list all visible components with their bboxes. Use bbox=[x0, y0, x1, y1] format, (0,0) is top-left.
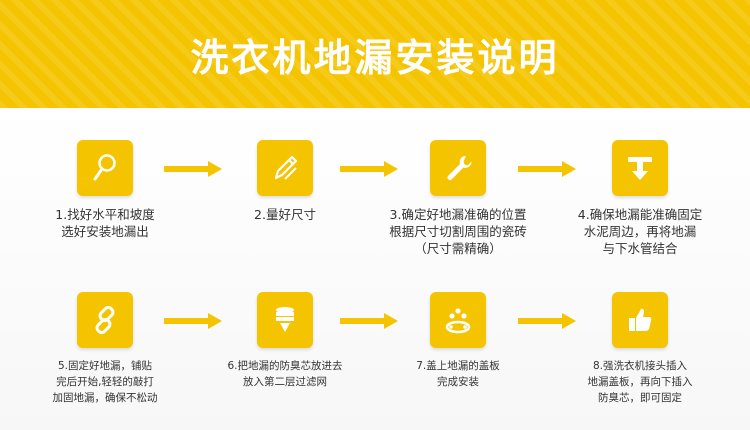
step-2-line-1: 2.量好尺寸 bbox=[254, 207, 316, 222]
arrow-right-icon bbox=[340, 161, 398, 177]
cover-plate-icon bbox=[430, 292, 486, 348]
step-1-caption: 1.找好水平和坡度 选好安装地漏出 bbox=[55, 206, 154, 240]
pipe-down-icon bbox=[612, 140, 668, 196]
step-3-line-2: 根据尺寸切割周围的瓷砖 bbox=[389, 224, 527, 239]
arrow-right-icon bbox=[340, 313, 398, 329]
step-4-line-2: 水泥周边，再将地漏 bbox=[583, 224, 697, 239]
step-6-line-2: 放入第二层过滤网 bbox=[243, 376, 327, 388]
step-8-caption: 8.强洗衣机接头插入 地漏盖板，再向下插入 防臭芯，即可固定 bbox=[588, 358, 693, 406]
step-5: 5.固定好地漏，铺贴 完后开始,轻轻的敲打 加固地漏，确保不松动 bbox=[15, 292, 195, 406]
step-3-line-1: 3.确定好地漏准确的位置 bbox=[389, 207, 527, 222]
step-7-line-2: 完成安装 bbox=[437, 376, 479, 388]
step-5-line-1: 5.固定好地漏，铺贴 bbox=[57, 360, 153, 372]
chain-link-icon bbox=[77, 292, 133, 348]
filter-stack-icon bbox=[257, 292, 313, 348]
wrench-icon bbox=[430, 140, 486, 196]
step-5-line-3: 加固地漏，确保不松动 bbox=[52, 392, 158, 404]
step-4-caption: 4.确保地漏能准确固定 水泥周边，再将地漏 与下水管结合 bbox=[578, 206, 702, 257]
step-8: 8.强洗衣机接头插入 地漏盖板，再向下插入 防臭芯，即可固定 bbox=[550, 292, 730, 406]
step-7: 7.盖上地漏的盖板 完成安装 bbox=[368, 292, 548, 390]
step-3: 3.确定好地漏准确的位置 根据尺寸切割周围的瓷砖 （尺寸需精确） bbox=[368, 140, 548, 257]
step-6-caption: 6.把地漏的防臭芯放进去 放入第二层过滤网 bbox=[227, 358, 342, 390]
step-1: 1.找好水平和坡度 选好安装地漏出 bbox=[15, 140, 195, 240]
thumbs-up-icon bbox=[612, 292, 668, 348]
step-5-caption: 5.固定好地漏，铺贴 完后开始,轻轻的敲打 加固地漏，确保不松动 bbox=[53, 358, 158, 406]
step-6-line-1: 6.把地漏的防臭芯放进去 bbox=[227, 360, 343, 372]
step-7-caption: 7.盖上地漏的盖板 完成安装 bbox=[416, 358, 500, 390]
page-title: 洗衣机地漏安装说明 bbox=[190, 35, 560, 80]
title-banner: 洗衣机地漏安装说明 bbox=[0, 0, 750, 108]
arrow-right-icon bbox=[164, 313, 222, 329]
step-1-line-1: 1.找好水平和坡度 bbox=[55, 207, 155, 222]
step-7-line-1: 7.盖上地漏的盖板 bbox=[416, 360, 500, 372]
step-6: 6.把地漏的防臭芯放进去 放入第二层过滤网 bbox=[195, 292, 375, 390]
step-4-line-3: 与下水管结合 bbox=[602, 241, 678, 256]
step-2: 2.量好尺寸 bbox=[195, 140, 375, 223]
arrow-right-icon bbox=[518, 161, 576, 177]
magnifier-icon bbox=[77, 140, 133, 196]
pencil-icon bbox=[257, 140, 313, 196]
step-3-caption: 3.确定好地漏准确的位置 根据尺寸切割周围的瓷砖 （尺寸需精确） bbox=[389, 206, 527, 257]
step-4-line-1: 4.确保地漏能准确固定 bbox=[577, 207, 703, 222]
step-8-line-1: 8.强洗衣机接头插入 bbox=[592, 360, 688, 372]
step-8-line-3: 防臭芯，即可固定 bbox=[598, 392, 682, 404]
step-8-line-2: 地漏盖板，再向下插入 bbox=[587, 376, 693, 388]
step-1-line-2: 选好安装地漏出 bbox=[61, 224, 149, 239]
arrow-right-icon bbox=[164, 161, 222, 177]
step-3-line-3: （尺寸需精确） bbox=[414, 241, 502, 256]
arrow-right-icon bbox=[518, 313, 576, 329]
step-5-line-2: 完后开始,轻轻的敲打 bbox=[56, 376, 154, 388]
step-4: 4.确保地漏能准确固定 水泥周边，再将地漏 与下水管结合 bbox=[550, 140, 730, 257]
step-2-caption: 2.量好尺寸 bbox=[254, 206, 316, 223]
